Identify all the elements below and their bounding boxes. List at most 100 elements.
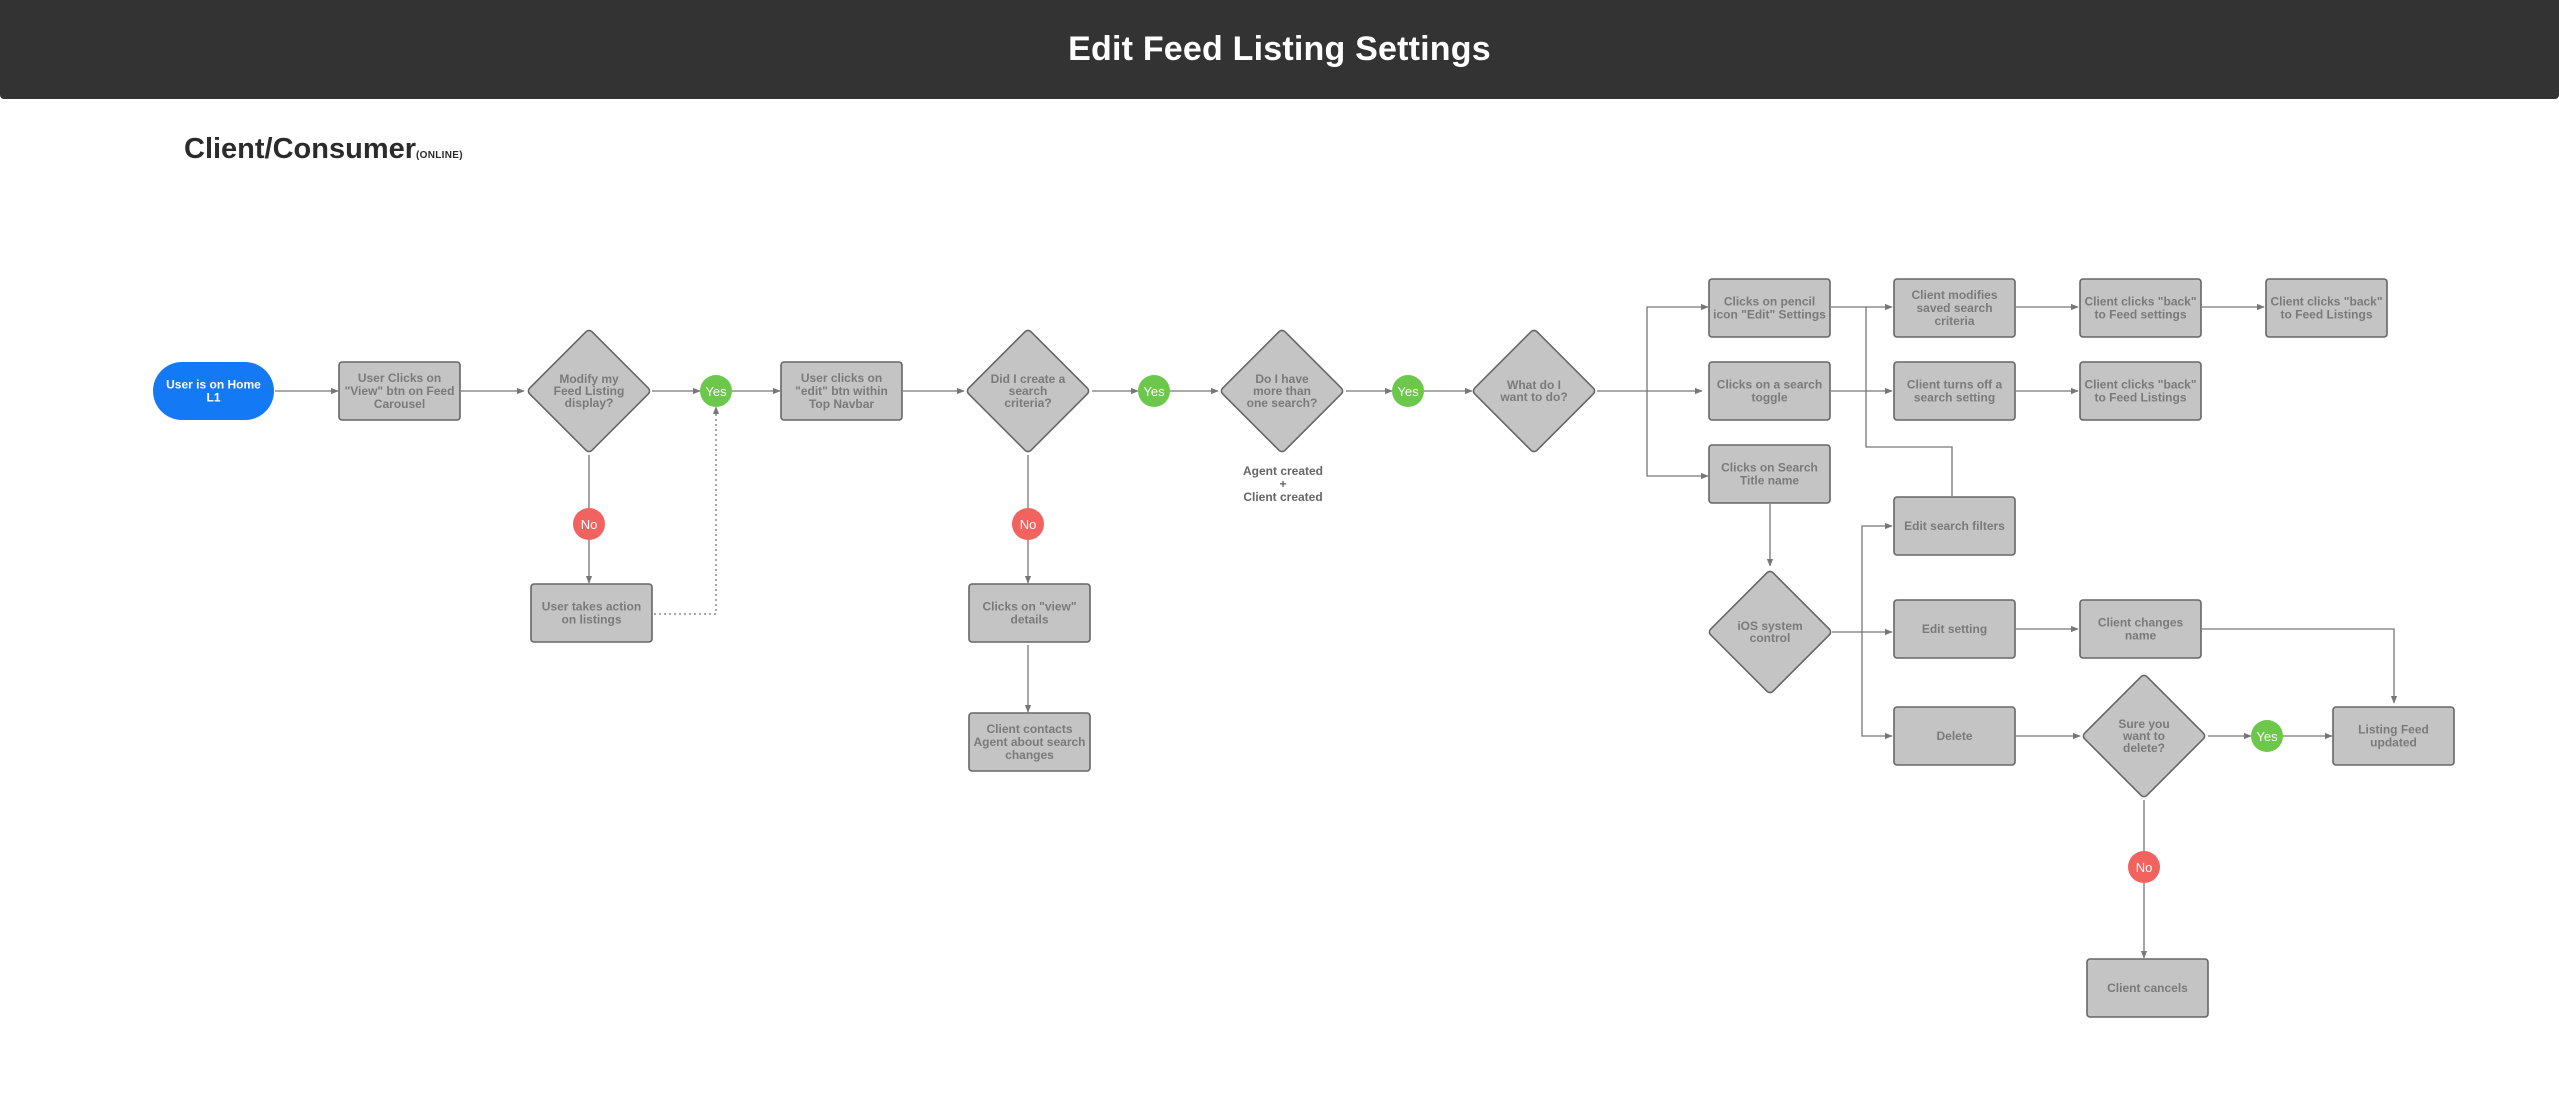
back-feed-settings-label: Client clicks "back"to Feed settings [2084, 295, 2196, 322]
page-header: Edit Feed Listing Settings [0, 0, 2559, 99]
created-note: Agent created+Client created [1243, 464, 1323, 504]
decision-diamond [1472, 329, 1596, 453]
no-badge: No [573, 508, 605, 540]
start-pill [153, 362, 274, 420]
decision-diamond [2082, 674, 2206, 798]
edit-filters-node: Edit search filters [1893, 496, 2016, 556]
yes-badge: Yes [1392, 375, 1424, 407]
decision-diamond [1220, 329, 1344, 453]
page-title: Edit Feed Listing Settings [1068, 30, 1491, 68]
badge-circle [1012, 508, 1044, 540]
badge-circle [1138, 375, 1170, 407]
no-badge: No [2128, 851, 2160, 883]
back-feed-settings-node: Client clicks "back"to Feed settings [2079, 278, 2202, 338]
decision-diamond [966, 329, 1090, 453]
badge-circle [2251, 720, 2283, 752]
badge-circle [2128, 851, 2160, 883]
yes-badge: Yes [1138, 375, 1170, 407]
process-box [2332, 706, 2455, 766]
connector-arrow [1646, 391, 1709, 480]
connector-arrow [654, 406, 720, 615]
decision-diamond [527, 329, 651, 453]
process-box [2079, 361, 2202, 421]
no-badge-label: No [1020, 517, 1037, 532]
section-title-text: Client/Consumer [184, 133, 417, 165]
yes-badge: Yes [700, 375, 732, 407]
process-box [968, 712, 1091, 772]
back-feed-listings-1-label: Client clicks "back"to Feed Listings [2270, 295, 2382, 322]
process-box [530, 583, 653, 643]
yes-badge-label: Yes [1143, 384, 1165, 399]
badge-circle [573, 508, 605, 540]
back-feed-listings-2-node: Client clicks "back"to Feed Listings [2079, 361, 2202, 421]
edit-setting-node: Edit setting [1893, 599, 2016, 659]
no-badge: No [1012, 508, 1044, 540]
process-box [1893, 361, 2016, 421]
yes-badge-label: Yes [1397, 384, 1419, 399]
connector-arrow [1861, 522, 1893, 632]
no-badge-label: No [581, 517, 598, 532]
view-details-node: Clicks on "view"details [968, 583, 1091, 643]
process-box [2079, 278, 2202, 338]
process-box [1708, 278, 1831, 338]
edit-setting-label: Edit setting [1922, 622, 1987, 636]
delete-node: Delete [1893, 706, 2016, 766]
process-box [338, 361, 461, 421]
badge-circle [700, 375, 732, 407]
process-box [2086, 958, 2209, 1018]
yes-badge-label: Yes [2256, 729, 2278, 744]
connector-arrow [1865, 307, 1953, 496]
client-cancels-label: Client cancels [2107, 981, 2188, 995]
client-cancels-node: Client cancels [2086, 958, 2209, 1018]
decision-diamond [1708, 570, 1832, 694]
connector-arrow [1646, 303, 1709, 391]
delete-label: Delete [1936, 729, 1972, 743]
edit-filters-label: Edit search filters [1904, 519, 2005, 533]
back-feed-listings-1-node: Client clicks "back"to Feed Listings [2265, 278, 2388, 338]
process-box [2079, 599, 2202, 659]
badge-circle [1392, 375, 1424, 407]
process-box [1893, 706, 2016, 766]
process-box [1708, 444, 1831, 504]
yes-badge: Yes [2251, 720, 2283, 752]
process-box [2265, 278, 2388, 338]
process-box [780, 361, 903, 421]
process-box [1708, 361, 1831, 421]
process-box [1893, 278, 2016, 338]
process-box [968, 583, 1091, 643]
connector-arrow [2202, 628, 2398, 704]
section-title: Client/Consumer(ONLINE) [184, 133, 463, 166]
